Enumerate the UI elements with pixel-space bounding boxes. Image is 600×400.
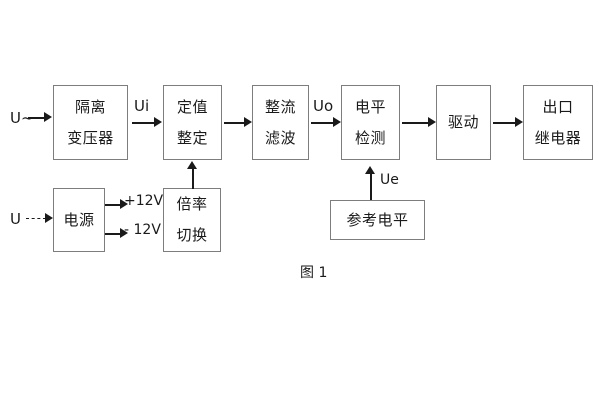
block-setting-value-line2: 整定 bbox=[176, 128, 208, 147]
block-setting-value-line1: 定值 bbox=[176, 97, 208, 116]
block-output-relay: 出口 继电器 bbox=[523, 85, 593, 160]
block-isolation-transformer-line1: 隔离 bbox=[74, 97, 106, 116]
input-ac-label: U~ bbox=[10, 109, 34, 127]
block-multiplier-switch: 倍率 切换 bbox=[163, 188, 221, 252]
signal-uo-label: Uo bbox=[313, 97, 334, 115]
arrow-drive-to-output-relay bbox=[493, 117, 523, 128]
arrow-reference-level-to-level-detection bbox=[365, 166, 376, 200]
block-multiplier-switch-line2: 切换 bbox=[176, 226, 208, 244]
block-level-detection-line1: 电平 bbox=[354, 97, 386, 116]
arrow-rectify-filter-to-level-detection bbox=[311, 117, 341, 128]
block-output-relay-line1: 出口 bbox=[542, 97, 574, 116]
arrow-input-ac-to-isolation-transformer bbox=[28, 112, 52, 123]
block-drive: 驱动 bbox=[436, 85, 491, 160]
figure-caption: 图 1 bbox=[300, 265, 328, 281]
arrow-isolation-transformer-to-setting-value bbox=[132, 117, 162, 128]
block-drive-line1: 驱动 bbox=[447, 113, 479, 131]
rail-positive-label: +12V bbox=[124, 193, 164, 209]
signal-ue-label: Ue bbox=[380, 172, 399, 188]
block-multiplier-switch-line1: 倍率 bbox=[176, 195, 208, 213]
block-setting-value: 定值 整定 bbox=[163, 85, 222, 160]
input-dc-label: U bbox=[10, 210, 21, 228]
block-power-supply-line1: 电源 bbox=[63, 210, 95, 229]
block-isolation-transformer-line2: 变压器 bbox=[67, 128, 114, 147]
block-isolation-transformer: 隔离 变压器 bbox=[53, 85, 128, 160]
arrow-power-supply-rail-positive bbox=[105, 199, 128, 210]
rail-negative-label: - 12V bbox=[124, 222, 161, 238]
block-output-relay-line2: 继电器 bbox=[534, 128, 582, 147]
block-level-detection-line2: 检测 bbox=[354, 128, 386, 147]
block-rectify-filter: 整流 滤波 bbox=[252, 85, 309, 160]
arrow-multiplier-switch-to-setting-value bbox=[187, 161, 198, 189]
arrow-level-detection-to-drive bbox=[402, 117, 436, 128]
block-reference-level: 参考电平 bbox=[330, 200, 425, 240]
arrow-setting-value-to-rectify-filter bbox=[224, 117, 252, 128]
arrow-input-dc-to-power-supply bbox=[26, 213, 53, 224]
block-rectify-filter-line1: 整流 bbox=[264, 97, 296, 116]
signal-ui-label: Ui bbox=[134, 97, 150, 115]
block-power-supply: 电源 bbox=[53, 188, 105, 252]
block-rectify-filter-line2: 滤波 bbox=[264, 128, 296, 147]
arrow-power-supply-rail-negative bbox=[105, 228, 128, 239]
block-reference-level-line1: 参考电平 bbox=[346, 210, 409, 229]
block-level-detection: 电平 检测 bbox=[341, 85, 400, 160]
